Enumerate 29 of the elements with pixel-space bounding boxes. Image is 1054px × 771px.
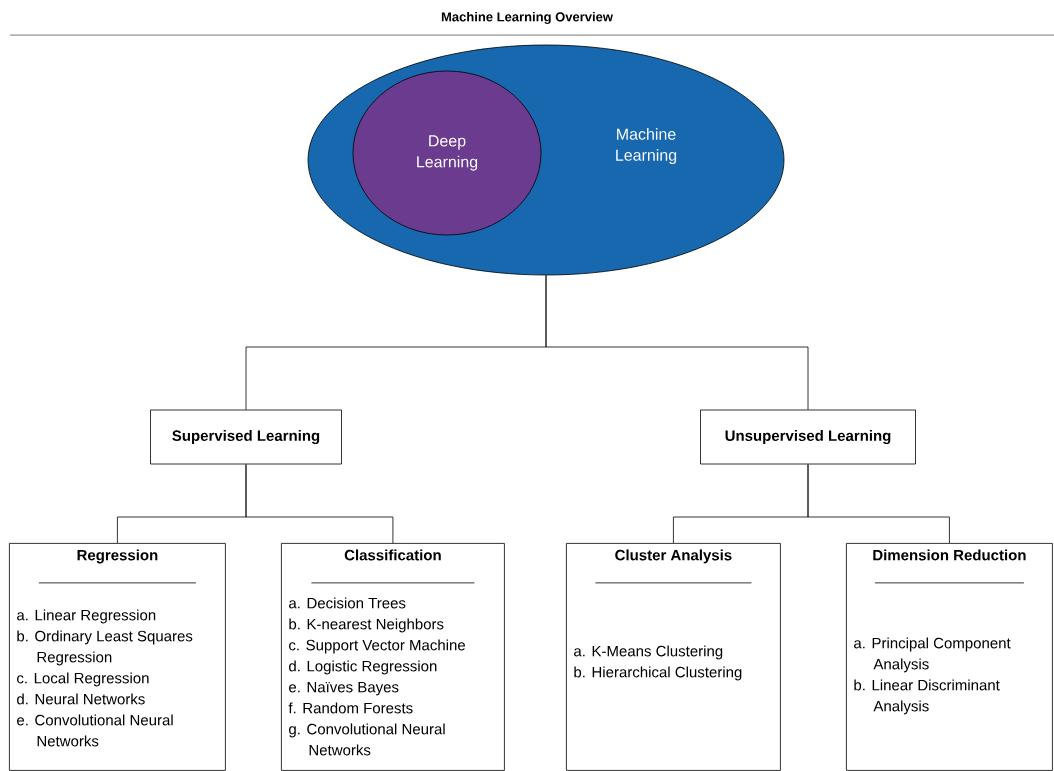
list-item: b. Hierarchical Clustering bbox=[574, 666, 742, 681]
heading: Classification bbox=[344, 549, 441, 561]
list-item: a. K-Means Clustering bbox=[574, 645, 723, 660]
list-item: b. K-nearest Neighbors bbox=[289, 618, 444, 633]
heading: Cluster Analysis bbox=[615, 549, 732, 564]
heading: Dimension Reduction bbox=[873, 549, 1026, 561]
circle-region: Deep Learning bbox=[352, 70, 542, 236]
category-box bbox=[281, 543, 505, 771]
connector-line bbox=[545, 275, 809, 410]
list-item: a. Linear Regression bbox=[17, 609, 156, 624]
category-box bbox=[846, 543, 1053, 771]
category-box bbox=[566, 543, 781, 771]
category-box: Supervised Learning bbox=[150, 409, 342, 465]
list-item: a. Decision Trees bbox=[289, 597, 406, 609]
connector-line bbox=[245, 464, 394, 544]
title: Machine Learning Overview bbox=[441, 11, 613, 25]
list-item: b. Linear Discriminant Analysis bbox=[854, 679, 1000, 715]
list-item: g. Convolutional Neural Networks bbox=[289, 723, 445, 756]
list-item: d. Neural Networks bbox=[17, 693, 145, 705]
list-item: e. Naïves Bayes bbox=[289, 681, 399, 696]
category-box: Unsupervised Learning bbox=[700, 409, 916, 465]
list-item: c. Local Regression bbox=[17, 672, 149, 687]
category-box bbox=[9, 543, 226, 771]
connector-line bbox=[807, 464, 950, 544]
list-item: e. Convolutional Neural Networks bbox=[17, 714, 173, 747]
list-item: c. Support Vector Machine bbox=[289, 639, 465, 654]
list-item: f. Random Forests bbox=[288, 702, 413, 714]
heading: Regression bbox=[77, 549, 158, 564]
list-item: d. Logistic Regression bbox=[289, 660, 437, 675]
